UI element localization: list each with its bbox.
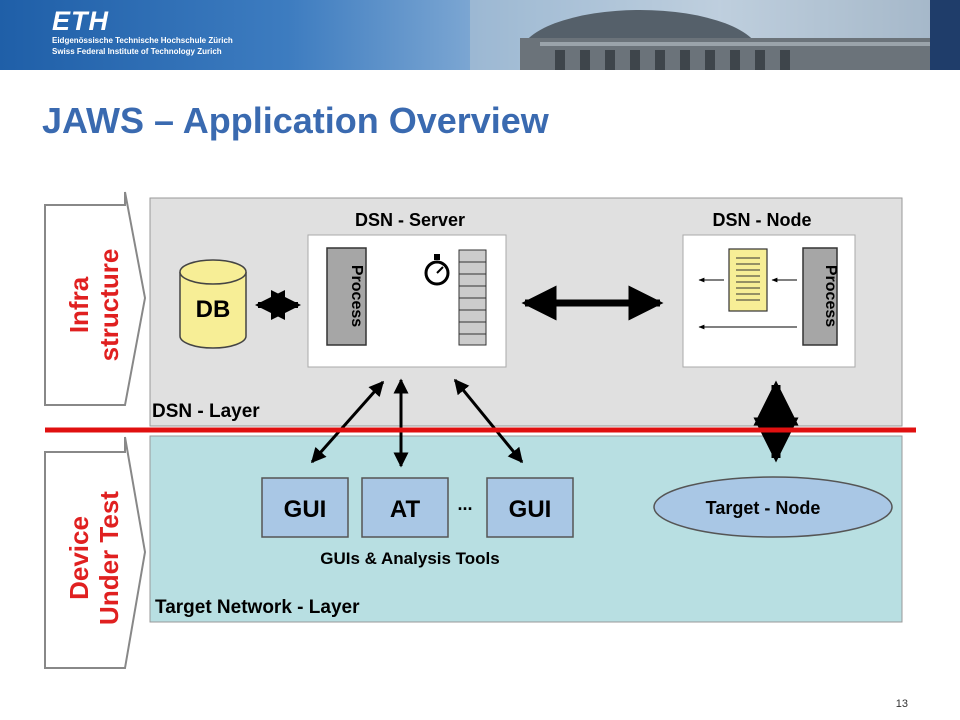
node-process-box	[802, 247, 838, 346]
gui-group-caption: GUIs & Analysis Tools	[320, 549, 500, 568]
stopwatch-icon	[424, 254, 450, 286]
db-label: DB	[196, 296, 231, 323]
dsn-node-title: DSN - Node	[713, 210, 812, 230]
target-layer-label: Target Network - Layer	[155, 597, 360, 618]
gui-box-2-label: GUI	[509, 496, 552, 523]
at-box-label: AT	[390, 496, 421, 523]
eth-logo: ETH	[52, 6, 109, 36]
gui-box-1	[261, 477, 349, 538]
queue-stack	[458, 249, 487, 346]
side-label-device: Device Under Test	[44, 436, 147, 669]
side-label-infra: Infra structure	[44, 191, 147, 406]
side-device-line1: Device	[64, 516, 94, 600]
server-gui1-arrow	[310, 380, 385, 464]
building-photo	[470, 0, 960, 70]
side-infra-line2: structure	[94, 249, 124, 362]
database-icon: DB	[179, 259, 247, 349]
server-process-label: Process	[348, 265, 365, 327]
page-number: 13	[895, 698, 908, 710]
gui-box-1-label: GUI	[284, 496, 327, 523]
dsn-server-title: DSN - Server	[355, 210, 465, 230]
gui-box-2	[486, 477, 574, 538]
server-process-box	[326, 247, 367, 346]
node-process-label: Process	[822, 265, 839, 327]
ellipsis-label: ...	[457, 494, 472, 514]
document-icon	[728, 248, 768, 312]
institution-name-de: Eidgenössische Technische Hochschule Zür…	[52, 36, 233, 45]
side-device-line2: Under Test	[94, 491, 124, 625]
institution-name-en: Swiss Federal Institute of Technology Zu…	[52, 47, 222, 56]
target-node-label: Target - Node	[706, 498, 821, 518]
dsn-layer-label: DSN - Layer	[152, 401, 260, 422]
target-node-ellipse	[653, 476, 893, 538]
header-banner: ETH Eidgenössische Technische Hochschule…	[0, 0, 960, 70]
at-box	[361, 477, 449, 538]
server-gui2-arrow	[453, 378, 524, 464]
side-infra-line1: Infra	[64, 276, 94, 333]
slide-title: JAWS – Application Overview	[42, 100, 549, 141]
